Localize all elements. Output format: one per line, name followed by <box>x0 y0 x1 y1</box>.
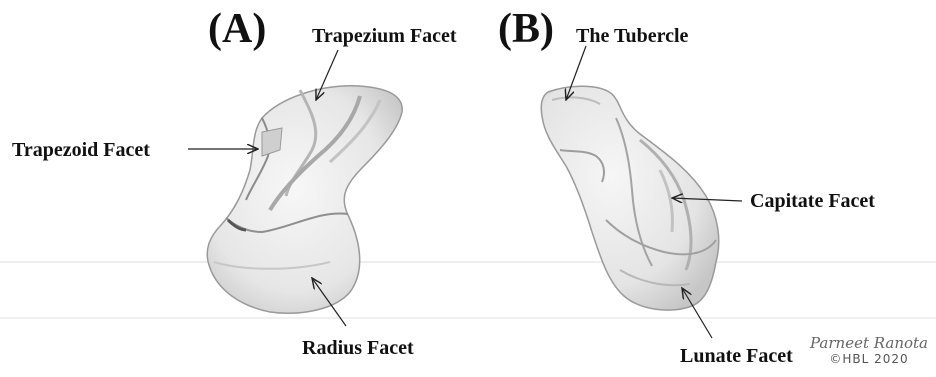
bone-b <box>541 86 719 310</box>
panel-label-a: (A) <box>208 8 266 50</box>
panel-label-b: (B) <box>498 8 554 50</box>
label-lunate-facet: Lunate Facet <box>680 346 793 366</box>
label-capitate-facet: Capitate Facet <box>750 191 875 211</box>
signature-name: Parneet Ranota <box>810 334 928 352</box>
label-radius-facet: Radius Facet <box>302 338 414 358</box>
label-trapezoid-facet: Trapezoid Facet <box>12 140 150 160</box>
background-lines <box>0 262 936 318</box>
label-trapezium-facet: Trapezium Facet <box>312 26 457 46</box>
bone-a <box>207 86 402 313</box>
label-the-tubercle: The Tubercle <box>576 26 688 46</box>
copyright-text: ©HBL 2020 <box>810 352 928 366</box>
artist-signature: Parneet Ranota ©HBL 2020 <box>810 334 928 366</box>
